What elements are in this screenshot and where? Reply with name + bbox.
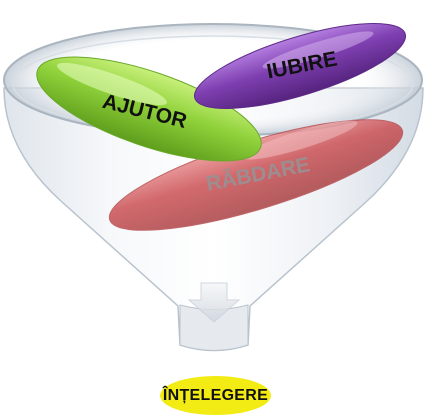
pill-iubire	[193, 23, 407, 109]
pill-ajutor	[36, 56, 262, 162]
result-badge: ÎNȚELEGERE	[160, 376, 271, 415]
arrow-down-icon	[187, 282, 241, 323]
